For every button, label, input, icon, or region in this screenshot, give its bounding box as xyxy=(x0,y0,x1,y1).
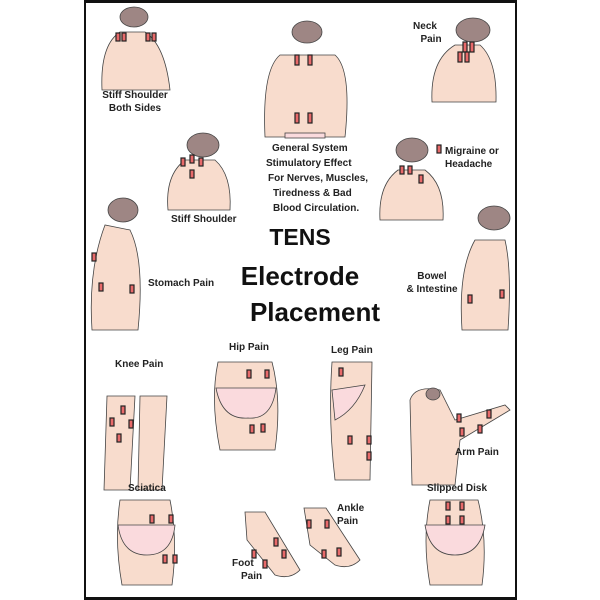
label-line: Foot xyxy=(232,558,254,569)
label-line: Pain xyxy=(241,571,263,582)
figure-ankle xyxy=(303,507,361,568)
label-stiff-shoulder-both-sides: Stiff Shoulder Both Sides xyxy=(100,89,170,115)
label-line: Pain xyxy=(420,34,442,45)
figure-slipped-disk xyxy=(424,499,486,586)
label-line: Neck xyxy=(413,21,437,32)
label-migraine: Migraine or Headache xyxy=(445,145,499,171)
label-leg-pain: Leg Pain xyxy=(331,345,373,356)
figure-bowel xyxy=(460,205,511,331)
figure-sciatica xyxy=(117,499,176,586)
label-bowel: Bowel & Intestine xyxy=(404,270,460,296)
figure-leg-pain xyxy=(330,361,373,481)
label-line: Ankle xyxy=(337,503,365,514)
label-line: Headache xyxy=(445,159,493,170)
title-line-1: TENS xyxy=(269,224,331,250)
figure-general-back xyxy=(264,20,348,139)
label-arm-pain: Arm Pain xyxy=(455,447,499,458)
label-line: Tiredness & Bad xyxy=(273,188,352,199)
label-neck-pain: Neck Pain xyxy=(405,20,445,46)
label-knee-pain: Knee Pain xyxy=(115,359,164,370)
label-line: Stimulatory Effect xyxy=(266,158,352,169)
label-foot-pain: Foot Pain xyxy=(232,557,262,583)
label-line: General System xyxy=(272,143,348,154)
label-line: Both Sides xyxy=(108,103,162,114)
label-line: Bowel xyxy=(417,271,447,282)
label-hip-pain: Hip Pain xyxy=(229,342,270,353)
figure-arm-pain xyxy=(409,387,511,486)
electrodes xyxy=(91,32,505,569)
figure-stiff-shoulder-both xyxy=(101,6,171,91)
label-line: Migraine or xyxy=(445,146,499,157)
figure-knee-pain xyxy=(103,395,168,491)
figure-migraine xyxy=(379,137,444,221)
label-slipped-disk: Slipped Disk xyxy=(427,483,488,494)
label-line: Blood Circulation. xyxy=(273,203,360,214)
figure-foot xyxy=(244,511,301,578)
label-stomach-pain: Stomach Pain xyxy=(148,278,215,289)
figure-stiff-shoulder xyxy=(167,132,231,211)
label-line: & Intestine xyxy=(406,284,458,295)
title-line-2: Electrode xyxy=(240,261,360,291)
figure-stomach-pain xyxy=(90,197,141,331)
title-line-3: Placement xyxy=(249,297,381,327)
label-line: Stiff Shoulder xyxy=(102,90,168,101)
label-ankle-pain: Ankle Pain xyxy=(337,502,364,528)
label-line: For Nerves, Muscles, xyxy=(268,173,369,184)
label-sciatica: Sciatica xyxy=(128,483,166,494)
label-stiff-shoulder: Stiff Shoulder xyxy=(171,214,237,225)
label-line: Pain xyxy=(337,516,359,527)
label-general-system: General System Stimulatory Effect For Ne… xyxy=(266,141,376,216)
